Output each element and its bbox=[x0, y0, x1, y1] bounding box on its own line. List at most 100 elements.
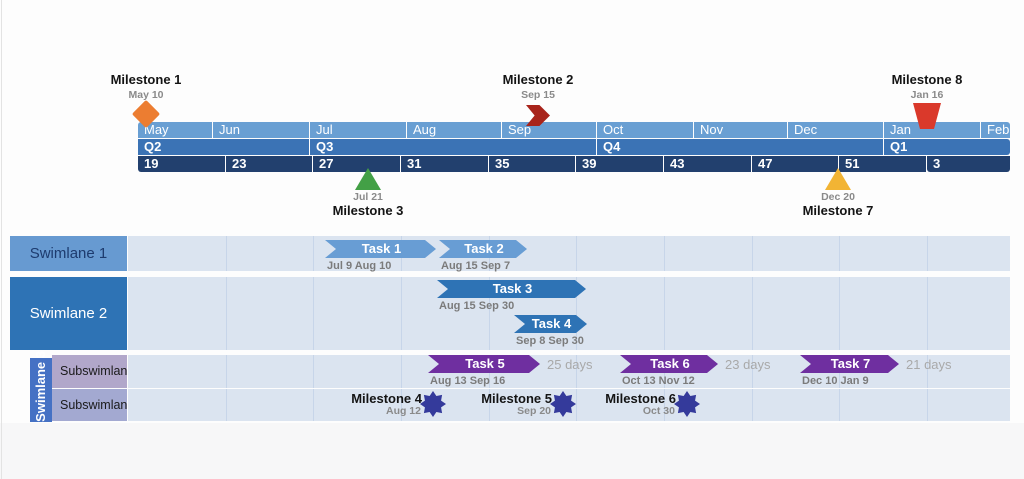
task-bar[interactable]: Task 3 bbox=[437, 280, 586, 298]
content-area-background bbox=[0, 423, 1024, 479]
timeline-month-cell: Jul bbox=[310, 122, 406, 138]
week-gridline bbox=[226, 277, 227, 350]
milestone-chevron-icon[interactable] bbox=[526, 105, 550, 126]
milestone-date: Jul 21 bbox=[353, 191, 383, 203]
task-bar[interactable]: Task 1 bbox=[325, 240, 436, 258]
timeline-week-cell: 31 bbox=[401, 156, 488, 172]
week-gridline bbox=[401, 355, 402, 388]
timeline-week-cell: 39 bbox=[576, 156, 663, 172]
timeline-quarter-cell: Q3 bbox=[310, 139, 596, 155]
task-dates: Aug 13 Sep 16 bbox=[430, 375, 506, 387]
week-gridline bbox=[489, 389, 490, 421]
timeline-week-cell: 43 bbox=[664, 156, 751, 172]
timeline-week-cell: 47 bbox=[752, 156, 838, 172]
task-bar[interactable]: Task 4 bbox=[514, 315, 587, 333]
week-gridline bbox=[226, 355, 227, 388]
milestone-star-icon[interactable] bbox=[420, 391, 446, 417]
week-gridline bbox=[752, 236, 753, 271]
week-gridline bbox=[313, 236, 314, 271]
milestone-date: Sep 20 bbox=[517, 405, 551, 417]
subswimlane-label-1[interactable]: Subswimlane 1 bbox=[52, 355, 127, 388]
week-gridline bbox=[664, 389, 665, 421]
timeline-month-cell: Nov bbox=[694, 122, 787, 138]
timeline-quarter-cell: Q4 bbox=[597, 139, 883, 155]
week-gridline bbox=[576, 389, 577, 421]
milestone-name: Milestone 8 bbox=[891, 72, 963, 87]
week-gridline bbox=[752, 389, 753, 421]
swimlane-label-1[interactable]: Swimlane 1 bbox=[10, 236, 127, 271]
task-bar[interactable]: Task 5 bbox=[428, 355, 540, 373]
milestone-date: Dec 20 bbox=[821, 191, 855, 203]
week-gridline bbox=[664, 277, 665, 350]
week-gridline bbox=[576, 277, 577, 350]
milestone-name: Milestone 3 bbox=[332, 203, 404, 218]
timeline-week-cell: 23 bbox=[226, 156, 312, 172]
subswimlane-label-2[interactable]: Subswimlane 2 bbox=[52, 389, 127, 421]
week-gridline bbox=[489, 277, 490, 350]
timeline-month-cell: Aug bbox=[407, 122, 501, 138]
week-gridline bbox=[839, 277, 840, 350]
milestone-name: Milestone 5 bbox=[481, 391, 552, 406]
week-gridline bbox=[927, 236, 928, 271]
milestone-date: Aug 12 bbox=[385, 405, 421, 417]
task-bar[interactable]: Task 2 bbox=[439, 240, 527, 258]
task-dates: Dec 10 Jan 9 bbox=[802, 375, 869, 387]
milestone-name: Milestone 2 bbox=[502, 72, 574, 87]
milestone-date: Sep 15 bbox=[521, 89, 555, 101]
milestone-date: May 10 bbox=[128, 89, 164, 101]
task-duration: 25 days bbox=[547, 357, 593, 372]
milestone-star-icon[interactable] bbox=[674, 391, 700, 417]
week-gridline bbox=[927, 277, 928, 350]
week-gridline bbox=[313, 355, 314, 388]
task-dates: Sep 8 Sep 30 bbox=[516, 335, 584, 347]
timeline-month-cell: May bbox=[138, 122, 212, 138]
milestone-triangle-icon[interactable] bbox=[355, 168, 381, 190]
timeline-quarter-cell: Q1 bbox=[884, 139, 1010, 155]
timeline-month-cell: Jun bbox=[213, 122, 309, 138]
task-bar[interactable]: Task 6 bbox=[620, 355, 718, 373]
timeline-week-cell: 19 bbox=[138, 156, 225, 172]
week-gridline bbox=[576, 355, 577, 388]
week-gridline bbox=[313, 277, 314, 350]
week-gridline bbox=[401, 277, 402, 350]
task-bar[interactable]: Task 7 bbox=[800, 355, 899, 373]
week-gridline bbox=[839, 236, 840, 271]
task-duration: 23 days bbox=[725, 357, 771, 372]
swimlane-row-background bbox=[128, 236, 1010, 271]
week-gridline bbox=[752, 355, 753, 388]
task-dates: Aug 15 Sep 7 bbox=[441, 260, 511, 272]
milestone-name: Milestone 7 bbox=[802, 203, 874, 218]
swimlane3-vertical-label[interactable]: Swimlane 3 bbox=[30, 351, 52, 422]
week-gridline bbox=[313, 389, 314, 421]
milestone-star-icon[interactable] bbox=[550, 391, 576, 417]
week-gridline bbox=[576, 236, 577, 271]
milestone-date: Jan 16 bbox=[910, 89, 944, 101]
timeline-month-cell: Sep bbox=[502, 122, 596, 138]
week-gridline bbox=[839, 389, 840, 421]
task-duration: 21 days bbox=[906, 357, 952, 372]
week-gridline bbox=[226, 389, 227, 421]
task-dates: Aug 15 Sep 30 bbox=[439, 300, 515, 312]
task-dates: Oct 13 Nov 12 bbox=[622, 375, 695, 387]
timeline-week-cell: 35 bbox=[489, 156, 575, 172]
week-gridline bbox=[401, 389, 402, 421]
swimlane3-label-text: Swimlane 3 bbox=[33, 351, 48, 422]
timeline-week-cell: 51 bbox=[839, 156, 926, 172]
task-dates: Jul 9 Aug 10 bbox=[327, 260, 392, 272]
milestone-triangle-icon[interactable] bbox=[825, 168, 851, 190]
timeline-week-cell: 3 bbox=[927, 156, 1010, 172]
milestone-name: Milestone 6 bbox=[605, 391, 676, 406]
milestone-date: Oct 30 bbox=[642, 405, 675, 417]
week-gridline bbox=[927, 389, 928, 421]
window-edge-line bbox=[1, 0, 2, 479]
swimlane-label-2[interactable]: Swimlane 2 bbox=[10, 277, 127, 350]
milestone-name: Milestone 1 bbox=[110, 72, 182, 87]
week-gridline bbox=[664, 236, 665, 271]
week-gridline bbox=[226, 236, 227, 271]
timeline-quarter-cell: Q2 bbox=[138, 139, 309, 155]
week-gridline bbox=[752, 277, 753, 350]
timeline-month-cell: Dec bbox=[788, 122, 883, 138]
timeline-month-cell: Jan bbox=[884, 122, 980, 138]
milestone-name: Milestone 4 bbox=[351, 391, 422, 406]
